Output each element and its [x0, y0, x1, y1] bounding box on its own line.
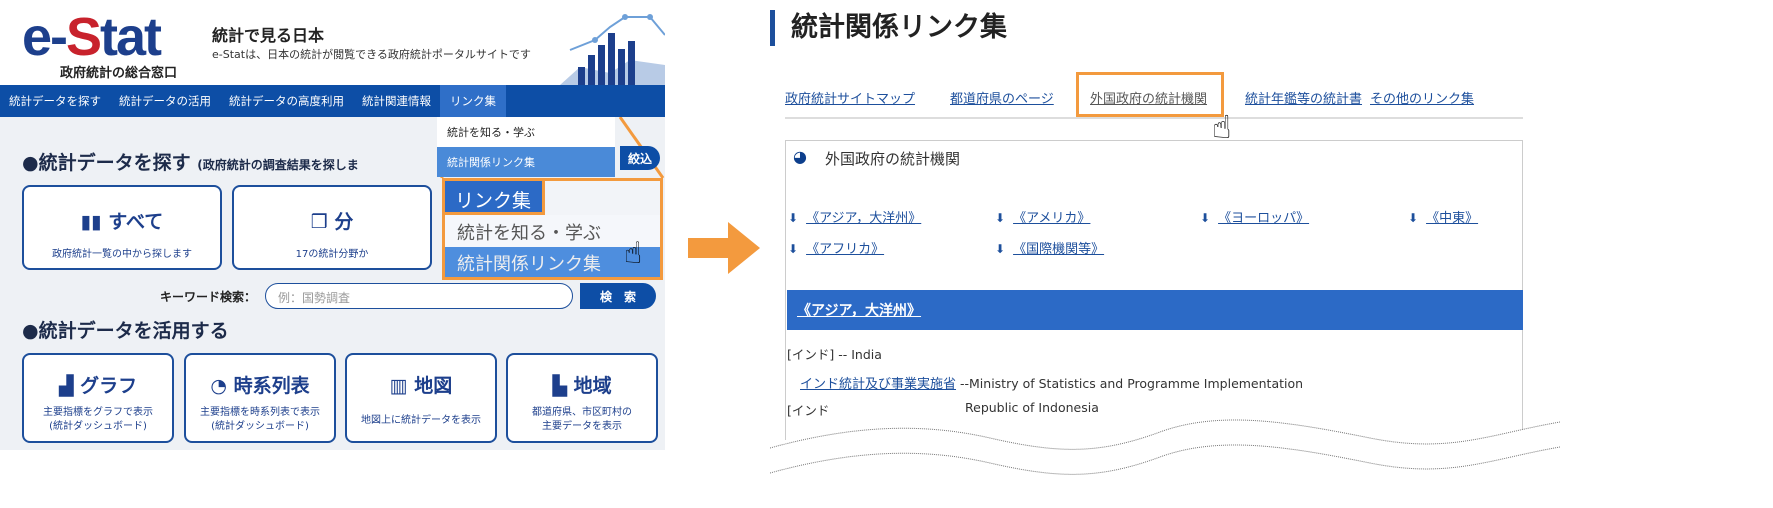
region-chart-icon: ▙: [552, 375, 574, 397]
estat-logo[interactable]: e-Stat: [22, 7, 162, 67]
filter-button[interactable]: 絞込: [620, 146, 660, 170]
global-nav: 統計データを探す 統計データの活用 統計データの高度利用 統計関連情報 リンク集: [0, 85, 665, 117]
dropdown-item-learn[interactable]: 統計を知る・学ぶ: [447, 126, 535, 139]
arrow-down-icon: ⬇: [788, 242, 799, 256]
header-graph-illustration: [560, 14, 665, 85]
indonesia-desc: Republic of Indonesia: [965, 400, 1099, 415]
links-dropdown: 統計を知る・学ぶ 統計関係リンク集: [437, 117, 615, 177]
logo-subtitle: 政府統計の総合窓口: [60, 66, 178, 81]
india-desc: --Ministry of Statistics and Programme I…: [956, 376, 1304, 391]
tab-yearbooks[interactable]: 統計年鑑等の統計書: [1245, 92, 1363, 107]
tab-highlight: [1076, 72, 1224, 117]
region-band-asia: 《アジア，大洋州》: [787, 290, 1523, 330]
keyword-search-label: キーワード検索：: [160, 290, 257, 304]
tagline: 統計で見る日本: [212, 26, 325, 45]
search-button[interactable]: 検 索: [580, 283, 656, 309]
card-title: 地域: [573, 375, 612, 397]
region-link-africa[interactable]: ⬇《アフリカ》: [788, 242, 885, 257]
nav-item-advanced[interactable]: 統計データの高度利用: [229, 94, 344, 108]
card-title: ▮▮ すべて: [80, 211, 164, 233]
callout-item-learn: 統計を知る・学ぶ: [445, 215, 660, 247]
tagline-sub: e-Statは、日本の統計が閲覧できる政府統計ポータルサイトです: [212, 48, 531, 61]
card-desc: 主要データを表示: [542, 420, 622, 432]
hand-pointer-icon: ☝: [1212, 108, 1232, 146]
card-map[interactable]: ▥ 地図 地図上に統計データを表示: [345, 353, 497, 443]
tabs-divider: [785, 117, 1523, 119]
region-link-asia[interactable]: ⬇《アジア，大洋州》: [788, 211, 922, 226]
card-field[interactable]: ❒ 分 17の統計分野か: [232, 185, 432, 270]
india-label: [インド] -- India: [787, 347, 882, 362]
card-all[interactable]: ▮▮ すべて 政府統計一覧の中から探します: [22, 185, 222, 270]
card-desc: 政府統計一覧の中から探します: [52, 249, 192, 260]
section-use-data-title: ●統計データを活用する: [22, 320, 229, 342]
arrow-down-icon: ⬇: [1408, 211, 1419, 225]
nav-item-related-info[interactable]: 統計関連情報: [362, 94, 431, 108]
indonesia-label: [インド: [787, 403, 830, 418]
map-icon: ▥: [389, 375, 415, 397]
torn-edge-decoration: [770, 419, 1560, 508]
cubes-icon: ❒: [310, 211, 335, 233]
region-link-europe[interactable]: ⬇《ヨーロッパ》: [1200, 211, 1310, 226]
card-desc: 主要指標を時系列表で表示: [200, 407, 320, 418]
band-link-asia[interactable]: 《アジア，大洋州》: [797, 303, 922, 319]
card-desc: 都道府県、市区町村の: [532, 407, 632, 418]
india-stat-link[interactable]: インド統計及び事業実施省: [800, 377, 957, 392]
callout-tab-links: リンク集: [445, 181, 545, 215]
tab-other-links[interactable]: その他のリンク集: [1370, 92, 1475, 107]
card-graph[interactable]: ▟ グラフ 主要指標をグラフで表示 (統計ダッシュボード): [22, 353, 174, 443]
chart-icon: ▟: [58, 375, 81, 397]
card-desc: 地図上に統計データを表示: [361, 415, 481, 426]
section-find-data-title: ●統計データを探す (政府統計の調査結果を探しま: [22, 152, 359, 174]
orange-arrow-icon: [688, 222, 760, 274]
tab-prefectures[interactable]: 都道府県のページ: [950, 92, 1054, 107]
dropdown-item-related-links[interactable]: 統計関係リンク集: [437, 147, 615, 177]
card-title: ❒ 分: [310, 211, 354, 233]
region-link-international[interactable]: ⬇《国際機関等》: [995, 242, 1105, 257]
zoom-callout: リンク集 統計を知る・学ぶ 統計関係リンク集: [442, 178, 663, 280]
site-header: e-Stat 政府統計の総合窓口 統計で見る日本 e-Statは、日本の統計が閲…: [0, 0, 665, 85]
card-title: 時系列表: [233, 375, 310, 397]
tab-sitemap[interactable]: 政府統計サイトマップ: [785, 92, 916, 107]
keyword-search-input[interactable]: 例：国勢調査: [265, 283, 573, 309]
nav-item-links[interactable]: リンク集: [440, 85, 506, 117]
arrow-down-icon: ⬇: [995, 242, 1006, 256]
card-timeseries[interactable]: ◔ 時系列表 主要指標を時系列表で表示 (統計ダッシュボード): [184, 353, 336, 443]
page-title: 統計関係リンク集: [770, 10, 1007, 46]
section-title: 外国政府の統計機関: [825, 150, 961, 168]
nav-item-use-data[interactable]: 統計データの活用: [119, 94, 211, 108]
tab-foreign-gov[interactable]: 外国政府の統計機関: [1090, 92, 1208, 107]
nav-item-search-data[interactable]: 統計データを探す: [9, 94, 101, 108]
bar-search-icon: ▮▮: [80, 211, 109, 233]
card-title: グラフ: [80, 375, 138, 397]
card-region[interactable]: ▙ 地域 都道府県、市区町村の主要データを表示: [506, 353, 658, 443]
card-desc: 17の統計分野か: [295, 249, 369, 260]
card-desc: 主要指標をグラフで表示: [43, 407, 153, 418]
india-row: インド統計及び事業実施省 --Ministry of Statistics an…: [800, 373, 1303, 392]
arrow-down-icon: ⬇: [995, 211, 1006, 225]
estat-top-page: e-Stat 政府統計の総合窓口 統計で見る日本 e-Statは、日本の統計が閲…: [0, 0, 665, 450]
region-link-middle-east[interactable]: ⬇《中東》: [1408, 211, 1479, 226]
card-desc: (統計ダッシュボード): [49, 420, 147, 432]
region-link-america[interactable]: ⬇《アメリカ》: [995, 211, 1091, 226]
card-title: 地図: [414, 375, 453, 397]
card-desc: (統計ダッシュボード): [211, 420, 309, 432]
hand-pointer-icon: ☝: [624, 236, 643, 271]
clock-icon: ◔: [210, 375, 234, 397]
arrow-down-icon: ⬇: [1200, 211, 1211, 225]
callout-item-related-links: 統計関係リンク集: [445, 247, 660, 277]
pie-icon: ◕: [793, 147, 807, 166]
arrow-down-icon: ⬇: [788, 211, 799, 225]
